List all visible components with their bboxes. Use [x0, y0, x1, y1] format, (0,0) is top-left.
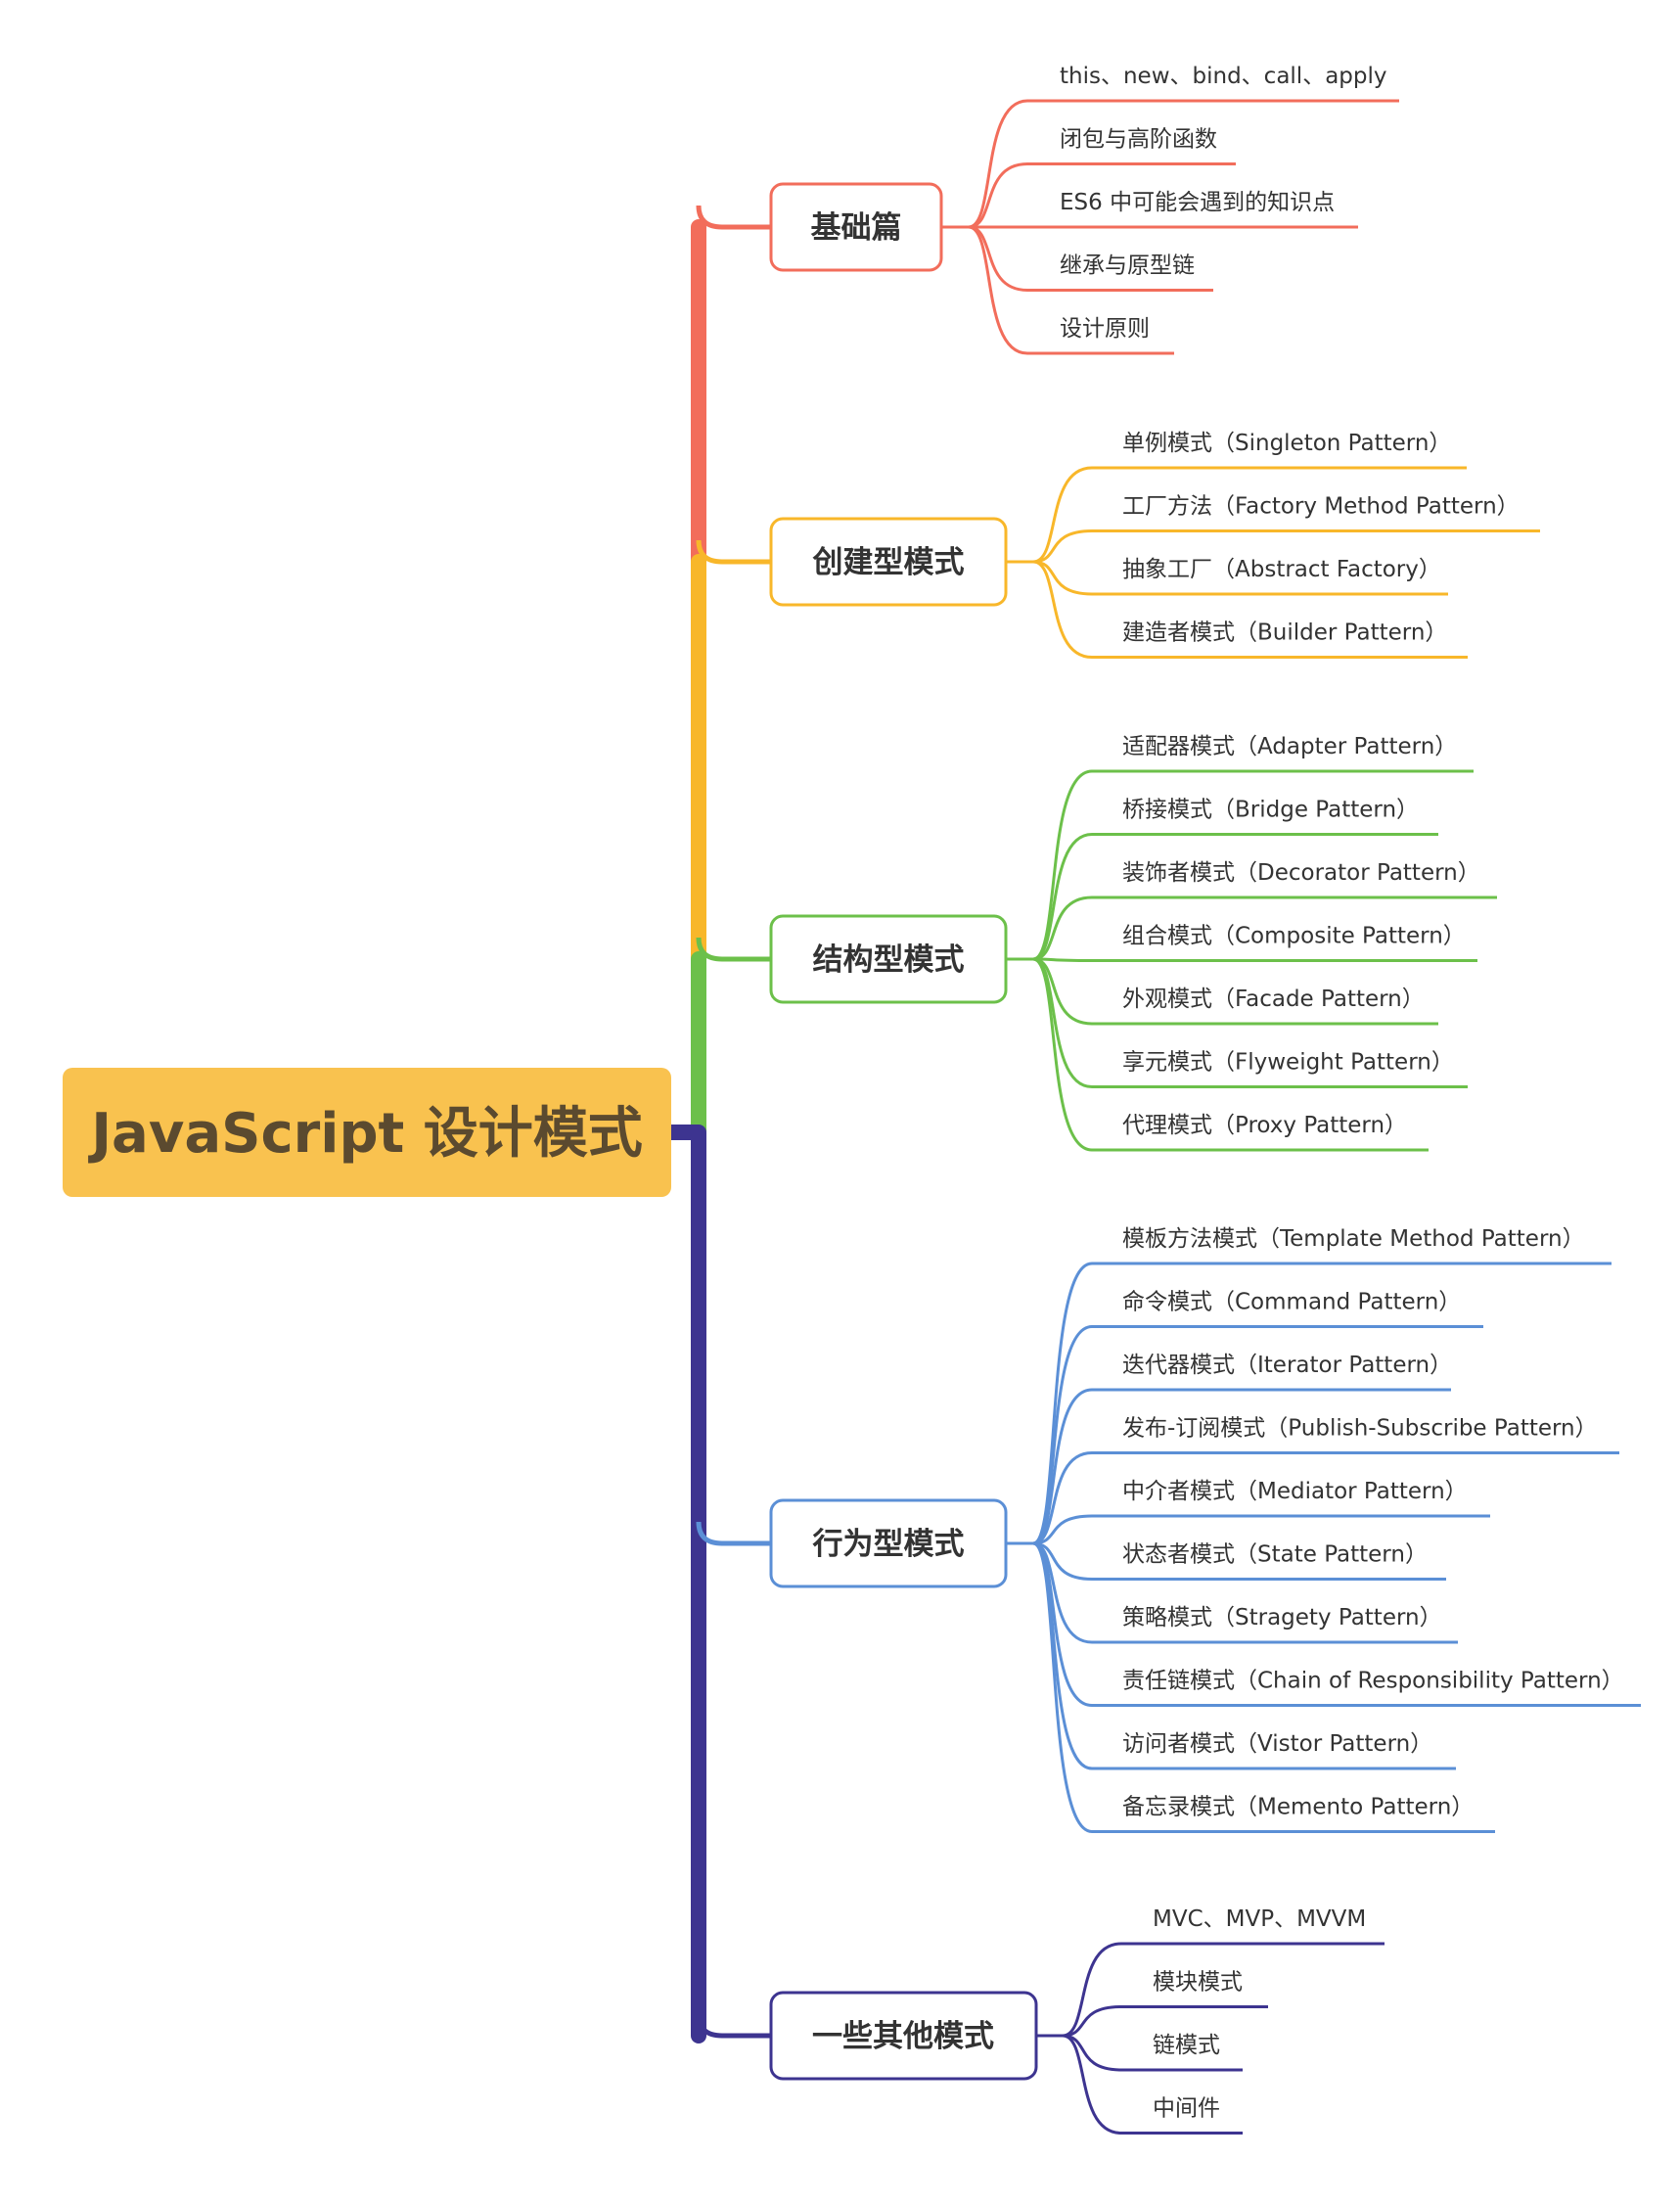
leaf-label[interactable]: 模板方法模式（Template Method Pattern） — [1122, 1226, 1585, 1252]
leaf-connector — [968, 225, 1174, 355]
branch-node[interactable]: 行为型模式 — [769, 1498, 1008, 1588]
branch-connector — [696, 205, 771, 230]
leaf-label[interactable]: 抽象工厂（Abstract Factory） — [1122, 557, 1441, 582]
leaf-connector — [1032, 1514, 1490, 1545]
leaf-connector — [968, 162, 1236, 229]
leaf-label[interactable]: 建造者模式（Builder Pattern） — [1122, 620, 1447, 646]
leaf-connector — [1032, 957, 1429, 1152]
branch-node-label: 结构型模式 — [813, 942, 965, 978]
branch-nodes: 基础篇 this、new、bind、call、apply 闭包与高阶函数 ES6 中可… — [769, 64, 1624, 2122]
leaf-label[interactable]: 链模式 — [1153, 2033, 1220, 2058]
leaf-label[interactable]: MVC、MVP、MVVM — [1153, 1906, 1366, 1932]
leaf-label[interactable]: 单例模式（Singleton Pattern） — [1122, 431, 1451, 456]
leaf-connector — [1032, 529, 1540, 564]
leaf-label[interactable]: 闭包与高阶函数 — [1060, 127, 1217, 153]
leaf-label[interactable]: 外观模式（Facade Pattern） — [1122, 987, 1425, 1012]
leaf-label[interactable]: 工厂方法（Factory Method Pattern） — [1122, 494, 1520, 520]
leaf-connector — [1032, 1388, 1451, 1545]
leaf-connector — [968, 99, 1399, 229]
leaf-label[interactable]: 设计原则 — [1060, 316, 1150, 342]
leaf-label[interactable]: 模块模式 — [1153, 1970, 1243, 1996]
leaf-connector — [1032, 1451, 1619, 1545]
leaf-label[interactable]: 访问者模式（Vistor Pattern） — [1122, 1731, 1432, 1757]
leaf-connector — [1032, 769, 1474, 961]
leaf-label[interactable]: 继承与原型链 — [1060, 253, 1195, 279]
leaf-label[interactable]: 发布-订阅模式（Publish-Subscribe Pattern） — [1122, 1416, 1598, 1442]
leaf-label[interactable]: 代理模式（Proxy Pattern） — [1122, 1113, 1407, 1138]
leaf-connector — [1032, 1541, 1446, 1581]
branch-connector — [696, 937, 771, 962]
leaf-label[interactable]: 中间件 — [1153, 2096, 1220, 2122]
leaf-label[interactable]: 中介者模式（Mediator Pattern） — [1122, 1479, 1468, 1504]
leaf-label[interactable]: 迭代器模式（Iterator Pattern） — [1122, 1353, 1452, 1378]
leaf-connector — [1032, 560, 1448, 596]
branch-connector — [696, 1521, 771, 1546]
leaf-connector — [1032, 560, 1468, 659]
leaf-label[interactable]: 享元模式（Flyweight Pattern） — [1122, 1050, 1454, 1076]
branch-node-label: 行为型模式 — [812, 1527, 965, 1562]
leaf-label[interactable]: 桥接模式（Bridge Pattern） — [1122, 798, 1419, 823]
branch-node-box — [769, 517, 1008, 607]
leaf-connector — [1062, 2034, 1243, 2135]
branch-node[interactable]: 一些其他模式 — [769, 1991, 1038, 2081]
branch-node[interactable]: 基础篇 — [769, 182, 943, 272]
leaf-label[interactable]: 状态者模式（State Pattern） — [1122, 1542, 1428, 1568]
branch-connector — [696, 2013, 771, 2039]
branch-node-label: 基础篇 — [811, 210, 902, 246]
branch-connector — [696, 539, 771, 565]
leaf-connector — [1032, 1541, 1495, 1833]
leaf-label[interactable]: 责任链模式（Chain of Responsibility Pattern） — [1122, 1669, 1624, 1694]
leaf-label[interactable]: 策略模式（Stragety Pattern） — [1122, 1605, 1442, 1630]
leaf-label[interactable]: this、new、bind、call、apply — [1060, 64, 1387, 89]
leaf-connector — [1062, 2005, 1268, 2038]
leaf-connector — [1032, 833, 1438, 961]
leaf-label[interactable]: 组合模式（Composite Pattern） — [1122, 924, 1466, 949]
leaf-connectors — [941, 99, 1641, 2135]
branch-node-box — [769, 1991, 1038, 2081]
leaf-label[interactable]: 适配器模式（Adapter Pattern） — [1122, 734, 1457, 759]
branch-node-label: 创建型模式 — [812, 545, 965, 580]
branch-node[interactable]: 结构型模式 — [769, 914, 1008, 1004]
root-node-label: JavaScript 设计模式 — [87, 1102, 643, 1166]
leaf-connector — [1062, 2034, 1243, 2072]
leaf-connector — [1032, 957, 1477, 962]
leaf-label[interactable]: ES6 中可能会遇到的知识点 — [1060, 190, 1335, 215]
leaf-connector — [1032, 895, 1497, 961]
leaf-label[interactable]: 备忘录模式（Memento Pattern） — [1122, 1795, 1474, 1820]
leaf-connector — [1032, 466, 1467, 564]
branch-node-label: 一些其他模式 — [812, 2019, 994, 2054]
leaf-label[interactable]: 命令模式（Command Pattern） — [1122, 1290, 1461, 1315]
root-node[interactable]: JavaScript 设计模式 — [63, 1068, 671, 1197]
branch-node-box — [769, 914, 1008, 1004]
branch-node-box — [769, 1498, 1008, 1588]
leaf-connector — [1062, 1942, 1385, 2038]
trunk-connectors — [671, 205, 771, 2043]
leaf-label[interactable]: 装饰者模式（Decorator Pattern） — [1122, 860, 1480, 886]
branch-node[interactable]: 创建型模式 — [769, 517, 1008, 607]
leaf-connector — [1032, 1325, 1483, 1545]
branch-node-box — [769, 182, 943, 272]
root-node-box — [63, 1068, 671, 1197]
